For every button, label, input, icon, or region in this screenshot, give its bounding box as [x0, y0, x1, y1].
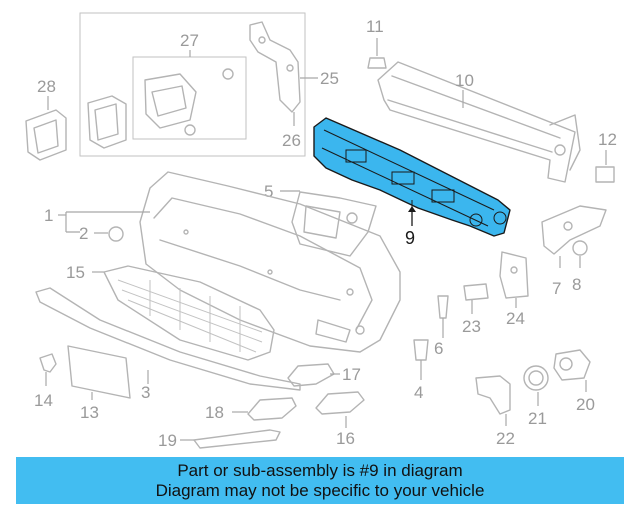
part-5-bracket — [280, 190, 377, 257]
part-27-sensor — [87, 50, 234, 149]
callout-3: 3 — [141, 383, 150, 402]
part-8-grommet — [572, 240, 588, 268]
part-16-trim — [315, 391, 365, 428]
callout-7: 7 — [552, 279, 561, 298]
part-28-bracket — [25, 96, 67, 161]
part-24-bracket — [499, 251, 529, 308]
callout-25: 25 — [320, 69, 339, 88]
part-21-ring — [523, 365, 549, 406]
part-7-bracket — [541, 205, 607, 268]
part-14-clip — [39, 353, 57, 386]
parts-diagram: 28 27 25 26 11 10 12 — [25, 12, 617, 450]
part-6-bolt — [437, 295, 449, 338]
callout-11: 11 — [366, 17, 384, 36]
callout-1: 1 — [44, 206, 53, 225]
callout-8: 8 — [572, 275, 581, 294]
callout-9: 9 — [405, 228, 415, 248]
banner-line-1: Part or sub-assembly is #9 in diagram — [177, 461, 463, 480]
part-11-bolt — [367, 38, 387, 69]
part-15-grille — [92, 265, 275, 361]
part-23-sensor — [463, 283, 489, 314]
callout-16: 16 — [336, 429, 355, 448]
part-1-bumper-cover — [58, 171, 401, 353]
part-13-plate-bracket — [67, 345, 131, 400]
callout-6: 6 — [434, 339, 443, 358]
callout-10: 10 — [455, 71, 474, 90]
callout-17: 17 — [342, 365, 361, 384]
callout-23: 23 — [462, 317, 481, 336]
callout-24: 24 — [506, 309, 525, 328]
part-20-sensor — [553, 349, 591, 392]
callout-18: 18 — [205, 403, 224, 422]
callout-27: 27 — [180, 31, 199, 50]
callout-12: 12 — [598, 130, 617, 149]
inset-box-outer — [79, 12, 306, 157]
callout-13: 13 — [80, 403, 99, 422]
callout-5: 5 — [264, 182, 273, 201]
part-2-clip — [94, 226, 124, 242]
part-18-trim — [232, 397, 297, 421]
callout-28: 28 — [37, 77, 56, 96]
part-4-bolt — [413, 339, 429, 380]
callout-15: 15 — [66, 263, 85, 282]
part-25-bracket — [249, 21, 318, 126]
callout-19: 19 — [158, 431, 177, 450]
callout-2: 2 — [79, 224, 88, 243]
callout-26: 26 — [282, 131, 301, 150]
banner-line-2: Diagram may not be specific to your vehi… — [155, 481, 485, 500]
callout-4: 4 — [414, 383, 423, 402]
callout-21: 21 — [528, 409, 547, 428]
part-17-trim — [287, 363, 340, 387]
info-banner: Part or sub-assembly is #9 in diagram Di… — [16, 457, 624, 504]
callout-20: 20 — [576, 395, 595, 414]
callout-22: 22 — [496, 429, 515, 448]
callout-14: 14 — [34, 391, 53, 410]
part-3-lower-trim — [35, 287, 301, 391]
part-12-bolt — [595, 150, 615, 183]
part-9-energy-absorber — [313, 117, 511, 237]
part-10-impact-bar — [377, 61, 581, 183]
part-19-strip — [180, 429, 281, 449]
part-22-bracket — [475, 375, 511, 426]
